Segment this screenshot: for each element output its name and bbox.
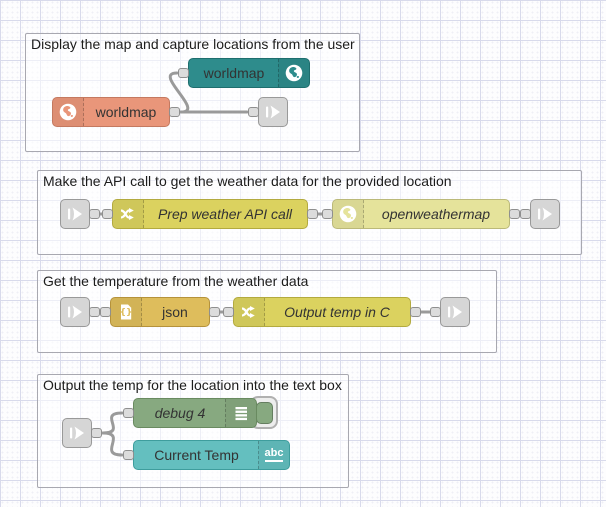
globe-icon <box>53 98 84 126</box>
input-port[interactable] <box>123 450 134 460</box>
output-port[interactable] <box>91 428 102 438</box>
list-icon <box>225 399 256 427</box>
link-icon <box>259 98 287 126</box>
link-icon <box>531 200 559 228</box>
shuffle-icon <box>113 200 144 228</box>
node-label: debug 4 <box>154 405 206 421</box>
output-port[interactable] <box>209 307 220 317</box>
input-port[interactable] <box>248 107 259 117</box>
input-port[interactable] <box>123 408 134 418</box>
globe-icon <box>333 200 364 228</box>
node-label: worldmap <box>95 104 157 120</box>
node-output-temp-in-c[interactable]: Output temp in C <box>223 297 421 327</box>
node-worldmap-capture[interactable]: worldmap <box>52 97 180 127</box>
node-label: Prep weather API call <box>157 206 293 222</box>
link-icon <box>441 298 469 326</box>
input-port[interactable] <box>178 68 189 78</box>
input-port[interactable] <box>520 209 531 219</box>
node-link-in-temp[interactable] <box>60 297 100 327</box>
wire[interactable] <box>101 411 124 435</box>
group-label: Display the map and capture locations fr… <box>31 36 355 52</box>
wire[interactable] <box>101 431 124 457</box>
node-debug-4[interactable]: debug 4 <box>123 398 257 428</box>
node-link-out-map[interactable] <box>248 97 288 127</box>
debug-toggle-state <box>256 402 273 424</box>
node-prep-weather-api-call[interactable]: Prep weather API call <box>102 199 318 229</box>
node-link-out-temp[interactable] <box>430 297 470 327</box>
output-port[interactable] <box>410 307 421 317</box>
node-label: json <box>162 304 188 320</box>
node-link-out-weather[interactable] <box>520 199 560 229</box>
flow-group[interactable]: Output the temp for the location into th… <box>37 374 349 488</box>
node-link-in-output[interactable] <box>62 418 102 448</box>
output-port[interactable] <box>509 209 520 219</box>
input-port[interactable] <box>102 209 113 219</box>
node-link-in-weather[interactable] <box>60 199 100 229</box>
node-label: worldmap <box>203 65 265 81</box>
group-label: Make the API call to get the weather dat… <box>43 173 452 189</box>
output-port[interactable] <box>89 307 100 317</box>
svg-text:{}: {} <box>120 308 133 318</box>
link-icon <box>61 200 89 228</box>
input-port[interactable] <box>430 307 441 317</box>
globe-icon <box>278 59 309 87</box>
input-port[interactable] <box>100 307 111 317</box>
output-port[interactable] <box>169 107 180 117</box>
group-label: Get the temperature from the weather dat… <box>43 273 309 289</box>
shuffle-icon <box>234 298 265 326</box>
group-label: Output the temp for the location into th… <box>43 377 342 393</box>
json-file-icon: {} <box>111 298 142 326</box>
node-worldmap-display[interactable]: worldmap <box>178 58 310 88</box>
node-label: Output temp in C <box>284 304 390 320</box>
node-label: Current Temp <box>154 447 239 463</box>
input-port[interactable] <box>322 209 333 219</box>
output-port[interactable] <box>89 209 100 219</box>
input-port[interactable] <box>223 307 234 317</box>
link-icon <box>61 298 89 326</box>
node-label: openweathermap <box>381 206 491 222</box>
node-openweathermap[interactable]: openweathermap <box>322 199 520 229</box>
node-json[interactable]: {} json <box>100 297 220 327</box>
output-port[interactable] <box>307 209 318 219</box>
link-icon <box>63 419 91 447</box>
flow-group[interactable]: Display the map and capture locations fr… <box>25 33 360 152</box>
abc-icon: abc <box>258 441 289 469</box>
node-current-temp[interactable]: abc Current Temp <box>123 440 290 470</box>
